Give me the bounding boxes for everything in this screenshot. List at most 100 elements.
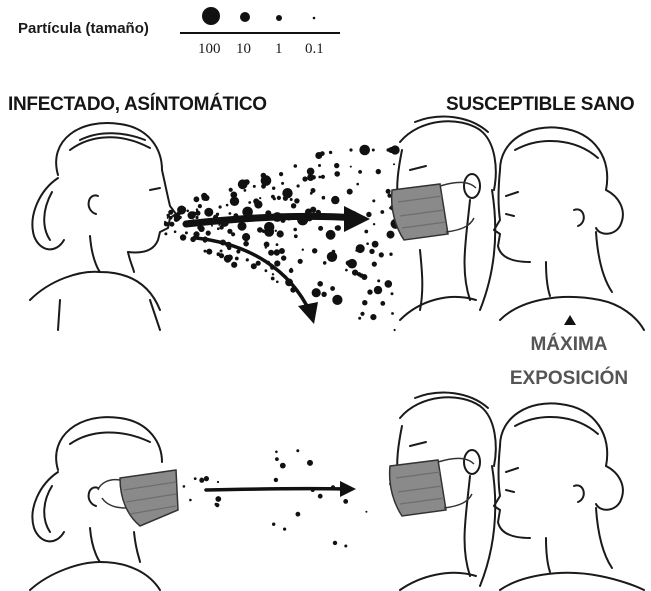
- droplet: [277, 213, 283, 219]
- droplet: [380, 210, 384, 214]
- droplet: [183, 485, 186, 488]
- droplet: [219, 225, 223, 229]
- legend-tick-10: 10: [236, 41, 251, 58]
- droplet: [193, 231, 199, 237]
- droplet: [188, 220, 190, 222]
- droplet: [358, 317, 361, 320]
- droplet: [362, 300, 367, 305]
- droplet: [332, 295, 342, 305]
- droplet: [180, 234, 186, 240]
- exposure-label-line2: EXPOSICIÓN: [496, 368, 642, 390]
- particle-size-legend: [180, 7, 340, 33]
- droplet: [374, 286, 382, 294]
- droplet: [274, 219, 277, 222]
- legend-tick-100: 100: [198, 41, 221, 58]
- droplet: [281, 255, 286, 260]
- droplet: [391, 312, 394, 315]
- droplet: [323, 261, 327, 265]
- droplet: [296, 449, 299, 452]
- droplet: [219, 205, 222, 208]
- droplet: [380, 301, 385, 306]
- droplet: [227, 246, 231, 250]
- droplet: [185, 231, 188, 234]
- droplet: [194, 477, 197, 480]
- droplet: [281, 182, 284, 185]
- droplet: [318, 176, 321, 179]
- droplet: [311, 488, 315, 492]
- droplet: [321, 175, 325, 179]
- droplet: [220, 240, 226, 246]
- droplet: [344, 545, 347, 548]
- droplet: [204, 208, 213, 217]
- droplet: [238, 222, 247, 231]
- droplet: [312, 288, 321, 297]
- droplet: [311, 188, 316, 193]
- droplet: [195, 216, 198, 219]
- droplet: [312, 248, 317, 253]
- droplet: [359, 145, 370, 156]
- droplet: [285, 275, 287, 277]
- droplet: [228, 258, 231, 261]
- droplet: [331, 196, 339, 204]
- droplet: [203, 237, 208, 242]
- legend-dot-0.1: [313, 17, 316, 20]
- droplet: [283, 528, 286, 531]
- droplet: [206, 249, 212, 255]
- droplet: [244, 189, 247, 192]
- droplet: [335, 225, 341, 231]
- droplet: [233, 213, 238, 218]
- droplet: [217, 481, 219, 483]
- droplet: [266, 261, 270, 265]
- droplet: [242, 233, 250, 241]
- droplet: [297, 184, 300, 187]
- droplet: [373, 223, 375, 225]
- droplet: [318, 226, 323, 231]
- droplet: [293, 228, 297, 232]
- legend-dot-100: [202, 7, 220, 25]
- droplet: [389, 253, 392, 256]
- infected-person-unmasked: [30, 123, 176, 330]
- droplet: [231, 232, 235, 236]
- droplet: [257, 227, 263, 233]
- droplet: [169, 222, 174, 227]
- droplet: [349, 148, 352, 151]
- droplet: [198, 226, 204, 232]
- droplet: [272, 273, 274, 275]
- droplet: [358, 170, 362, 174]
- droplet: [189, 499, 192, 502]
- droplet: [372, 262, 377, 267]
- droplet: [350, 166, 352, 168]
- droplet: [366, 242, 369, 245]
- droplet: [192, 219, 195, 222]
- droplet: [322, 196, 326, 200]
- droplet: [164, 232, 167, 235]
- surgical-mask-bottom: [390, 458, 474, 516]
- droplet: [320, 151, 325, 156]
- droplet: [369, 249, 374, 254]
- legend-title: Partícula (tamaño): [18, 20, 149, 37]
- susceptible-heading: SUSCEPTIBLE SANO: [446, 94, 634, 116]
- droplet: [259, 197, 261, 199]
- droplet: [265, 269, 268, 272]
- droplet: [275, 457, 279, 461]
- droplet: [199, 478, 204, 483]
- droplet: [370, 314, 376, 320]
- droplet: [388, 147, 394, 153]
- droplet: [271, 195, 275, 199]
- droplet: [217, 252, 221, 256]
- droplet: [334, 171, 340, 177]
- droplet: [274, 478, 278, 482]
- droplet: [201, 193, 207, 199]
- droplet: [327, 252, 337, 262]
- droplet: [164, 222, 169, 227]
- droplet: [186, 210, 189, 213]
- droplet: [330, 286, 335, 291]
- droplet: [302, 249, 304, 251]
- droplet: [333, 541, 337, 545]
- droplet: [264, 227, 274, 237]
- droplet: [385, 280, 393, 288]
- droplet: [229, 212, 232, 215]
- droplet: [196, 210, 199, 213]
- droplet: [217, 227, 220, 230]
